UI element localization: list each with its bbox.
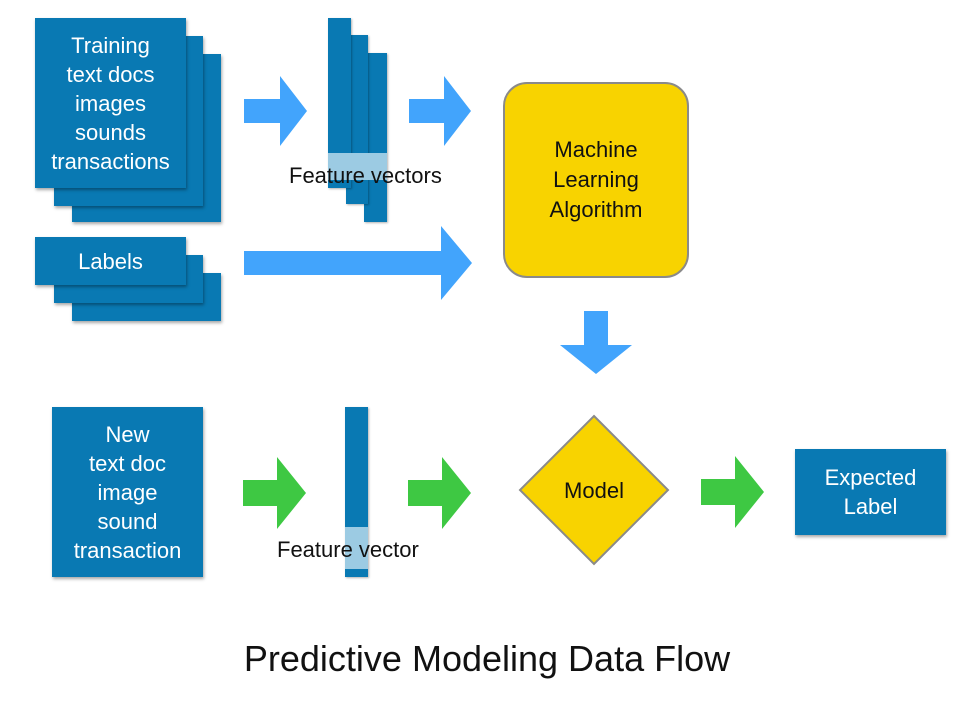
expected-label-text: Expected Label — [795, 449, 946, 535]
model-diamond — [518, 414, 670, 566]
new-input-line: sound — [97, 508, 158, 534]
new-input-text: New text doc image sound transaction — [52, 407, 203, 577]
arrow-right-icon — [408, 457, 471, 529]
arrow-model-to-output — [701, 456, 764, 528]
training-line: transactions — [51, 148, 170, 174]
model-label: Model — [564, 478, 624, 503]
model-diamond-shape — [518, 414, 670, 566]
feature-vector-caption: Feature vector — [277, 537, 419, 562]
feature-vectors-caption: Feature vectors — [289, 163, 442, 188]
arrow-right-icon — [244, 76, 307, 146]
expected-label-line: Expected — [824, 465, 917, 490]
new-input-card: New text doc image sound transaction — [52, 407, 203, 577]
training-line: sounds — [75, 119, 146, 145]
feature-vectors-highlight — [328, 153, 387, 180]
arrow-new-to-vector — [243, 457, 306, 529]
training-line: text docs — [66, 61, 155, 87]
expected-label-card: Expected Label — [795, 449, 946, 535]
training-line: images — [75, 90, 146, 116]
labels-card-front: Labels — [35, 237, 186, 285]
new-input-line: image — [97, 479, 158, 505]
arrow-right-icon — [244, 226, 472, 300]
feature-vector-bar-front — [328, 18, 351, 188]
arrow-down-icon — [560, 311, 632, 374]
labels-card-text: Labels — [35, 237, 186, 285]
arrow-algorithm-to-model — [560, 311, 632, 374]
training-card-front: Training text docs images sounds transac… — [35, 18, 186, 188]
ml-algorithm-line: Machine — [554, 137, 638, 162]
arrow-labels-to-algorithm — [244, 226, 472, 300]
new-input-line: New — [105, 421, 150, 447]
training-card-text: Training text docs images sounds transac… — [35, 18, 186, 188]
arrow-right-icon — [701, 456, 764, 528]
ml-algorithm-box: Machine Learning Algorithm — [503, 82, 689, 278]
arrow-vectors-to-algorithm — [409, 76, 471, 146]
ml-algorithm-line: Learning — [553, 167, 639, 192]
new-input-line: transaction — [73, 537, 182, 563]
feature-vector-highlight — [345, 527, 368, 569]
diagram-title: Predictive Modeling Data Flow — [243, 638, 731, 679]
arrow-right-icon — [409, 76, 471, 146]
arrow-training-to-vectors — [244, 76, 307, 146]
labels-label: Labels — [78, 248, 143, 274]
ml-algorithm-line: Algorithm — [549, 197, 643, 222]
new-input-line: text doc — [88, 450, 167, 476]
expected-label-line: Label — [843, 494, 898, 519]
arrow-right-icon — [243, 457, 306, 529]
training-line: Training — [71, 32, 150, 58]
arrow-vector-to-model — [408, 457, 471, 529]
